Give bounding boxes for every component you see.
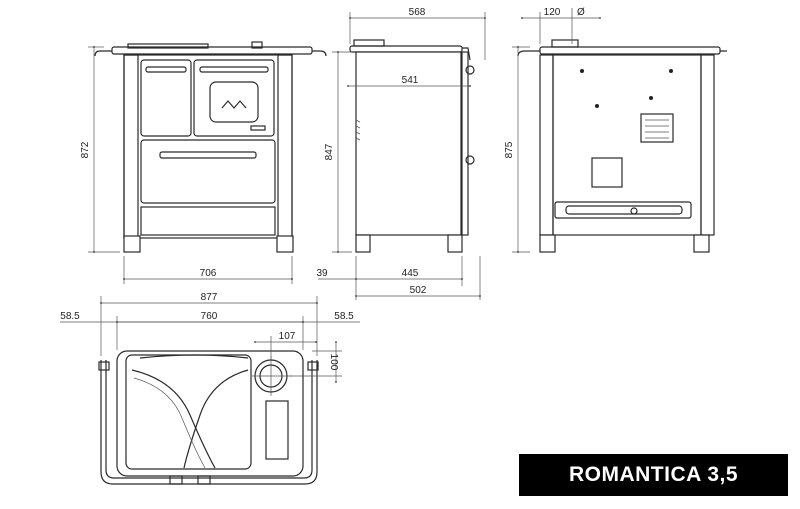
- side-offset-label: 39: [316, 268, 328, 279]
- back-flue-offset-label: 120: [544, 7, 561, 18]
- top-flue-y-label: 100: [328, 354, 339, 371]
- top-inner-width-label: 760: [201, 311, 218, 322]
- side-top-depth-label: 568: [409, 7, 426, 18]
- back-view: 120 Ø 875: [504, 7, 727, 253]
- back-height-label: 875: [504, 141, 515, 158]
- top-total-width-label: 877: [201, 292, 218, 303]
- top-flue-x-label: 107: [279, 331, 296, 342]
- top-left-margin-label: 58.5: [60, 311, 80, 322]
- side-height-label: 847: [324, 143, 335, 160]
- side-body-depth-label: 541: [402, 75, 419, 86]
- side-lower-depth-label: 445: [402, 268, 419, 279]
- front-width-label: 706: [200, 268, 217, 279]
- side-view: 568 541 847 39 445 502: [316, 7, 486, 300]
- model-name: ROMANTICA 3,5: [568, 463, 739, 486]
- model-title-banner: ROMANTICA 3,5: [519, 454, 788, 496]
- front-view: 872 706: [80, 41, 327, 284]
- side-total-depth-label: 502: [410, 285, 427, 296]
- front-height-label: 872: [80, 141, 91, 158]
- top-right-margin-label: 58.5: [334, 311, 354, 322]
- top-view: 877 58.5 760 58.5 107 100: [60, 292, 360, 485]
- back-flue-symbol: Ø: [577, 7, 585, 18]
